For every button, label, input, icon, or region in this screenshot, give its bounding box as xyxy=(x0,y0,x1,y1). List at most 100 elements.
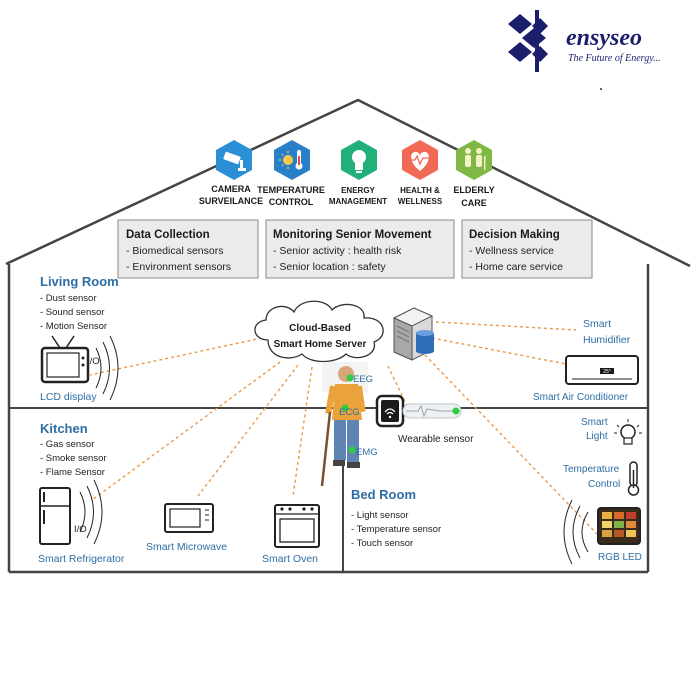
brand-tagline: The Future of Energy... xyxy=(568,53,661,64)
device-label-oven: Smart Oven xyxy=(262,553,318,565)
brand-logo: ensyseo The Future of Energy... xyxy=(508,10,661,90)
microwave-icon xyxy=(164,503,214,533)
service-label-line2: WELLNESS xyxy=(398,197,443,206)
ensyseo-logo-mark-icon xyxy=(508,10,548,72)
sensor-item: - Dust sensor xyxy=(40,293,97,304)
device-label-line1: Smart xyxy=(581,417,608,428)
server-connection-links xyxy=(89,321,599,536)
sensor-dot-eeg xyxy=(346,374,354,382)
link-to-lcd xyxy=(89,337,263,376)
bed-room: Bed Room - Light sensor - Temperature se… xyxy=(351,487,441,549)
service-label-line1: CAMERA xyxy=(211,184,251,194)
brand-name: ensyseo xyxy=(566,25,642,51)
room-title: Kitchen xyxy=(40,421,88,436)
device-label-ac: Smart Air Conditioner xyxy=(533,392,629,403)
oven-icon xyxy=(274,504,320,548)
device-label-line2: Humidifier xyxy=(583,334,631,346)
info-box-title: Decision Making xyxy=(469,229,560,241)
ac-panel-readout: 25° xyxy=(603,369,611,375)
sensor-item: - Motion Sensor xyxy=(40,321,107,332)
device-label-lcd: LCD display xyxy=(40,391,97,403)
rgb-led-panel-icon xyxy=(597,507,641,545)
device-label-line1: Smart xyxy=(583,318,611,330)
info-box-item: - Senior activity : health risk xyxy=(273,245,402,257)
service-label-line2: SURVEILANCE xyxy=(199,196,263,206)
rgb-led: RGB LED xyxy=(563,499,642,565)
sensor-dot-emg xyxy=(348,446,356,454)
service-badge-camera: CAMERA SURVEILANCE xyxy=(199,140,263,206)
person-leg-left xyxy=(334,420,346,460)
kitchen: Kitchen - Gas sensor - Smoke sensor - Fl… xyxy=(38,421,320,565)
sensor-item: - Smoke sensor xyxy=(40,453,107,464)
sensor-label-eeg: EEG xyxy=(353,374,373,385)
sensor-dot-ecg xyxy=(341,404,349,412)
sensor-item: - Temperature sensor xyxy=(351,524,441,535)
sensor-item: - Touch sensor xyxy=(351,538,413,549)
light-bulb-icon xyxy=(614,419,642,445)
link-to-refrigerator xyxy=(91,361,281,501)
sensor-item: - Gas sensor xyxy=(40,439,94,450)
smart-humidifier: Smart Humidifier xyxy=(583,318,631,346)
camera-icon xyxy=(223,151,246,171)
database-icon xyxy=(416,330,434,354)
server-label-line1: Cloud-Based xyxy=(289,323,351,334)
info-box-item: - Biomedical sensors xyxy=(126,245,223,257)
wearable-sensor: Wearable sensor xyxy=(375,394,474,445)
server-label-line2: Smart Home Server xyxy=(274,339,367,350)
service-badges: CAMERA SURVEILANCE TEMPERATURE CONTRO xyxy=(199,140,495,208)
service-label-line1: ENERGY xyxy=(341,186,375,195)
sensor-item: - Sound sensor xyxy=(40,307,104,318)
info-box-item: - Home care service xyxy=(469,261,563,273)
walking-cane xyxy=(320,411,332,487)
service-label-line1: TEMPERATURE xyxy=(257,185,325,195)
info-box-monitoring: Monitoring Senior Movement - Senior acti… xyxy=(265,219,455,279)
tv-icon xyxy=(40,335,90,384)
device-label-refrigerator: Smart Refrigerator xyxy=(38,553,125,565)
service-badge-energy: ENERGY MANAGEMENT xyxy=(329,140,387,206)
room-title: Bed Room xyxy=(351,487,416,502)
link-to-air-conditioner xyxy=(431,337,567,365)
smart-light: Smart Light xyxy=(581,417,642,445)
sensor-item: - Light sensor xyxy=(351,510,409,521)
service-badge-temperature: TEMPERATURE CONTROL xyxy=(257,140,325,207)
smart-air-conditioner: 25° Smart Air Conditioner xyxy=(533,355,639,403)
info-box-data-collection: Data Collection - Biomedical sensors - E… xyxy=(117,219,259,279)
sensor-label-emg: EMG xyxy=(356,447,378,458)
sun-thermometer-icon xyxy=(279,150,303,170)
device-label-microwave: Smart Microwave xyxy=(146,541,227,553)
air-conditioner-icon: 25° xyxy=(565,355,639,385)
thermometer-icon xyxy=(627,461,640,496)
cloud-server: Cloud-Based Smart Home Server xyxy=(254,300,434,363)
service-label-line1: ELDERLY xyxy=(453,185,494,195)
dot-mark xyxy=(600,88,602,90)
refrigerator-icon xyxy=(39,487,71,545)
sensor-label-ecg: ECG xyxy=(339,407,360,418)
signal-waves-icon xyxy=(79,479,103,545)
info-box-title: Data Collection xyxy=(126,229,210,241)
io-label: I/O xyxy=(87,356,100,367)
link-to-wearable xyxy=(387,365,409,409)
io-label: I/O xyxy=(74,524,87,535)
info-box-item: - Wellness service xyxy=(469,245,554,257)
service-label-line1: HEALTH & xyxy=(400,186,440,195)
service-badge-health: HEALTH & WELLNESS xyxy=(398,140,443,206)
service-label-line2: MANAGEMENT xyxy=(329,197,387,206)
person-shirt xyxy=(332,384,362,420)
link-to-microwave xyxy=(197,364,299,497)
info-box-item: - Environment sensors xyxy=(126,261,231,273)
light-bulb-icon xyxy=(352,150,366,173)
device-label-line2: Control xyxy=(588,479,620,490)
service-label-line2: CONTROL xyxy=(269,197,314,207)
device-label-rgb-led: RGB LED xyxy=(598,552,642,563)
cloud-icon xyxy=(254,300,384,363)
elderly-couple-icon xyxy=(465,148,486,170)
signal-waves-icon xyxy=(563,499,589,565)
signal-waves-icon xyxy=(95,335,119,401)
info-box-decision-making: Decision Making - Wellness service - Hom… xyxy=(461,219,593,279)
info-box-item: - Senior location : safety xyxy=(273,261,386,273)
living-room: Living Room - Dust sensor - Sound sensor… xyxy=(40,274,119,403)
device-label-line2: Light xyxy=(586,431,608,442)
heart-monitor-band-icon xyxy=(402,403,462,419)
temperature-control: Temperature Control xyxy=(563,461,640,496)
